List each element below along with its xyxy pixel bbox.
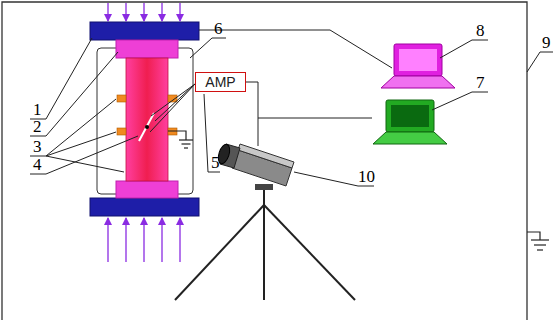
box-label: AMP [205, 75, 235, 89]
shield-frame [97, 48, 193, 194]
infrared-camera [255, 184, 273, 190]
load-arrows [107, 218, 108, 262]
loading-blocks [116, 40, 178, 198]
laptop-computer [381, 44, 455, 88]
infrared-camera [216, 143, 294, 190]
callout-number: 5 [211, 154, 220, 171]
leader-lines [204, 94, 220, 172]
load-arrows [143, 218, 144, 262]
shield-frame [97, 48, 193, 194]
tripod [175, 205, 264, 300]
callout-number: 3 [33, 138, 42, 155]
ground-symbol [184, 147, 188, 148]
signal-wires [155, 84, 195, 121]
laptop-computer [394, 44, 442, 76]
laptop-computer [373, 132, 447, 144]
signal-wires [258, 118, 259, 146]
load-arrows [179, 218, 180, 262]
leader-lines [432, 92, 488, 110]
leader-lines [30, 136, 138, 174]
laptop-computer [373, 100, 447, 144]
ground-symbol [537, 249, 543, 250]
leader-lines [527, 52, 553, 72]
load-arrows [179, 3, 180, 21]
tripod [263, 190, 265, 205]
signal-wires [151, 84, 195, 116]
press-platens [90, 22, 199, 216]
ground-symbol [168, 131, 186, 140]
ground-symbol [182, 143, 191, 144]
tripod [264, 205, 355, 300]
ground-symbol [179, 139, 193, 140]
callout-number: 2 [33, 118, 42, 135]
loading-blocks [116, 181, 178, 198]
tripod [263, 205, 265, 300]
laptop-computer [391, 105, 429, 127]
leader-lines [30, 38, 553, 186]
electrodes [117, 128, 126, 135]
laptop-computer [381, 76, 455, 88]
callout-number: 9 [542, 34, 551, 51]
callout-number: 4 [33, 156, 42, 173]
press-platens [90, 22, 199, 40]
loading-blocks [116, 40, 178, 58]
laptop-computer [399, 49, 437, 71]
ground-symbol [531, 239, 549, 240]
electrodes [117, 95, 177, 135]
rock-specimen [139, 113, 154, 141]
signal-wires [150, 84, 195, 132]
laptop-computer [386, 100, 434, 132]
load-arrows [143, 3, 144, 21]
leader-lines [46, 132, 116, 156]
enclosure-frame [2, 2, 527, 320]
rock-specimen [145, 125, 149, 129]
signal-wires [150, 30, 392, 146]
load-arrows [161, 218, 162, 262]
press-platens [90, 198, 199, 216]
load-arrows [125, 218, 126, 262]
load-arrows [107, 3, 108, 21]
electrodes [117, 95, 126, 102]
signal-wires [199, 30, 392, 68]
callout-number: 7 [476, 74, 485, 91]
infrared-camera [238, 144, 294, 168]
enclosure-frame [2, 2, 527, 320]
leader-lines [440, 40, 488, 58]
load-arrows [161, 3, 162, 21]
callout-number: 10 [358, 168, 375, 185]
ground-symbol [168, 131, 549, 250]
tripod [175, 190, 355, 300]
leader-lines [30, 99, 116, 156]
load-arrows [108, 3, 180, 262]
ground-symbol [534, 244, 546, 245]
amplifier-box: AMP [195, 72, 246, 92]
load-arrows [125, 3, 126, 21]
callout-number: 8 [476, 22, 485, 39]
leader-lines [190, 38, 226, 58]
leader-lines [30, 38, 92, 119]
leader-lines [30, 52, 118, 136]
callout-number: 6 [214, 20, 223, 37]
signal-wires [246, 82, 372, 118]
callout-number: 1 [33, 101, 42, 118]
ground-symbol [527, 232, 540, 240]
